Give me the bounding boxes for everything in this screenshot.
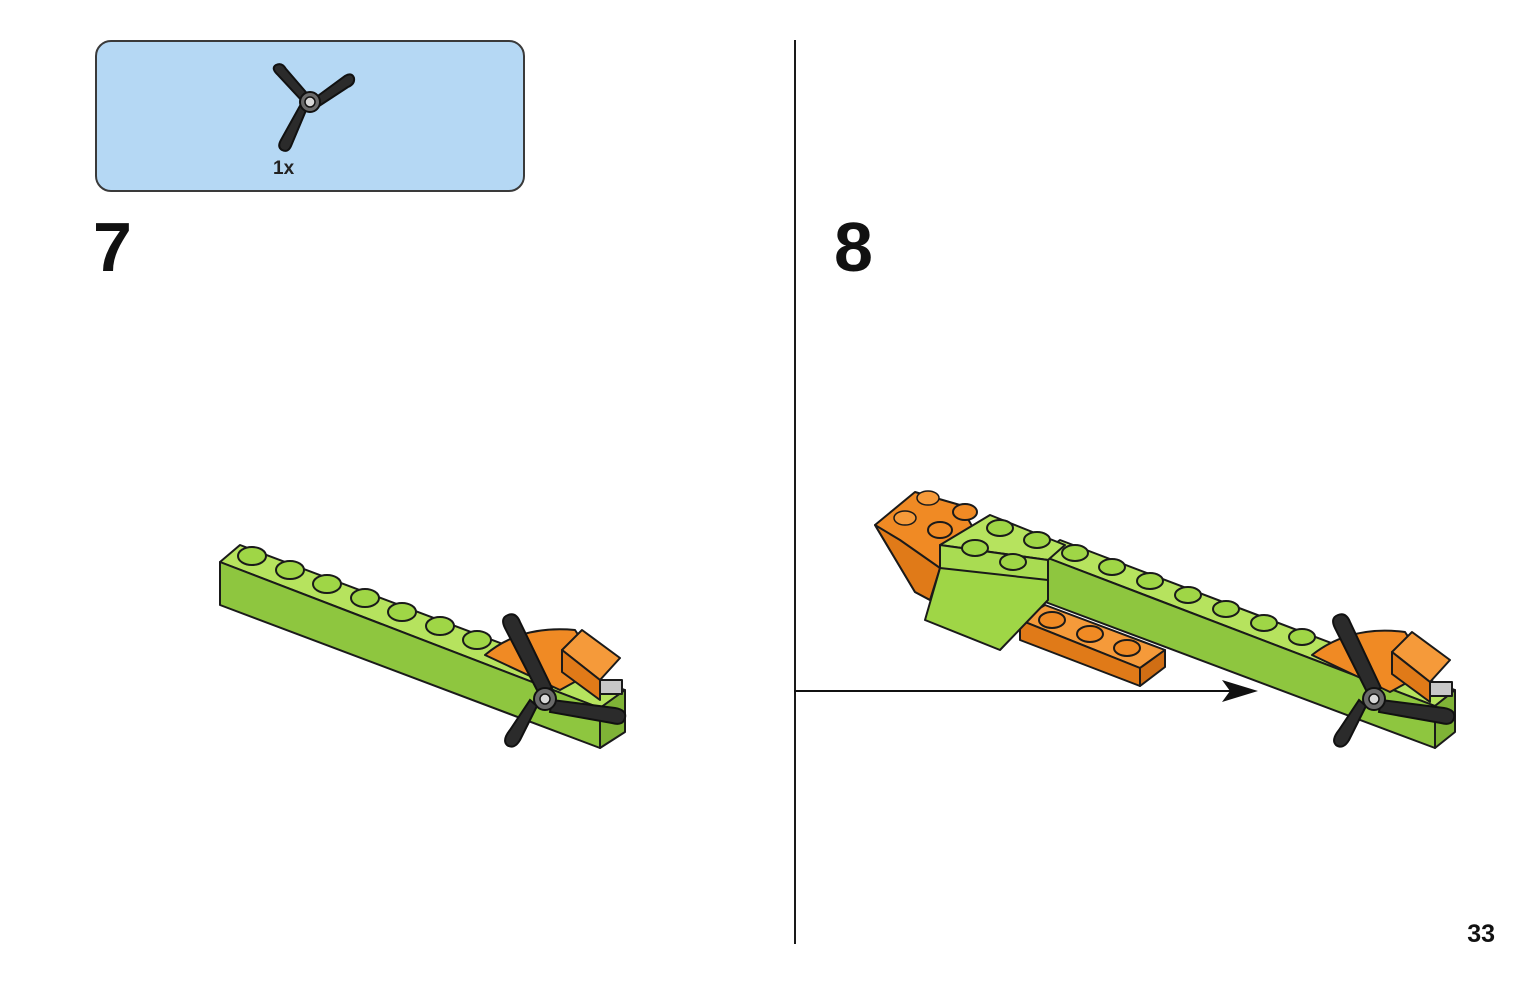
part-quantity: 1x (273, 158, 295, 179)
step-number-7: 7 (93, 208, 132, 286)
assembly-arrow (794, 680, 1258, 702)
page-number: 33 (1467, 920, 1495, 948)
propeller-part-icon (272, 63, 356, 152)
step-number-8: 8 (834, 208, 873, 286)
step-7-model-illustration (219, 544, 627, 749)
parts-callout: 1x (95, 40, 525, 192)
step-divider (794, 40, 796, 944)
